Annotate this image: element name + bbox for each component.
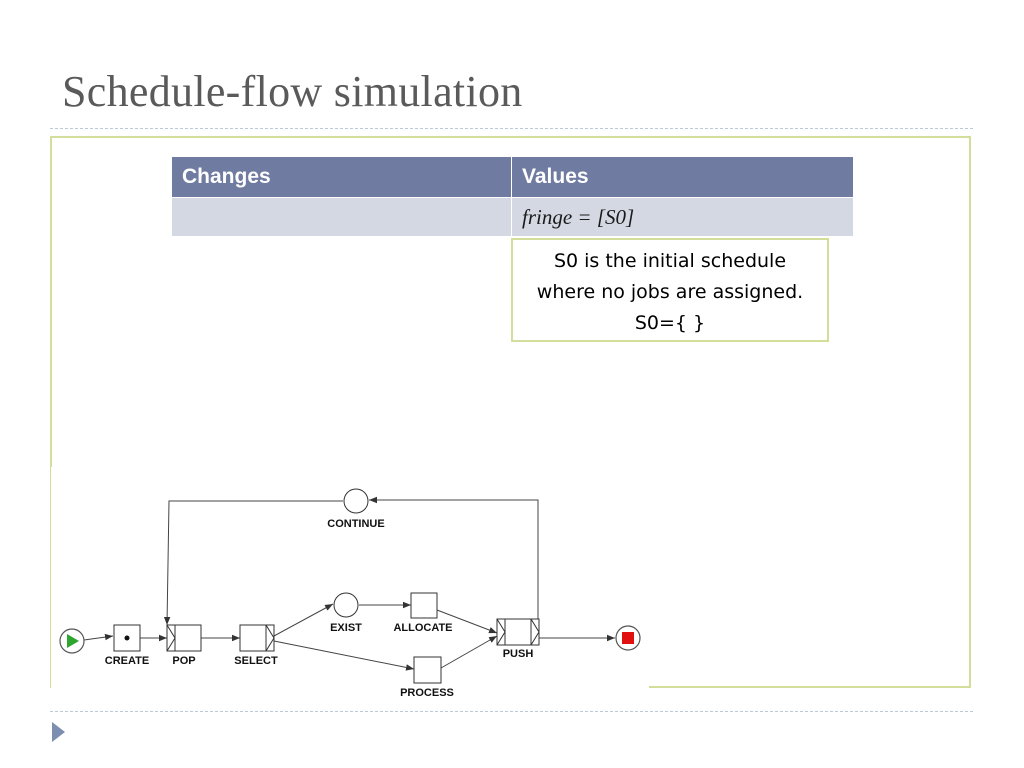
edge-continue-pop bbox=[163, 500, 343, 626]
changes-values-table: Changes Values fringe = [S0] bbox=[171, 156, 854, 237]
column-header-changes: Changes bbox=[171, 156, 512, 198]
continue-label: CONTINUE bbox=[327, 518, 384, 530]
table-row: fringe = [S0] bbox=[171, 197, 854, 237]
bullet-triangle-icon bbox=[52, 722, 65, 742]
exist-node bbox=[333, 592, 359, 618]
callout-note: S0 is the initial schedule where no jobs… bbox=[511, 238, 829, 342]
pop-node bbox=[166, 624, 202, 652]
end-event-icon bbox=[615, 625, 641, 651]
process-node bbox=[413, 656, 442, 684]
allocate-node bbox=[410, 592, 438, 619]
exist-label: EXIST bbox=[330, 622, 362, 634]
cell-changes bbox=[171, 197, 512, 237]
callout-line: S0 is the initial schedule bbox=[553, 250, 787, 272]
select-label: SELECT bbox=[234, 655, 278, 667]
process-label: PROCESS bbox=[400, 687, 454, 699]
edge-allocate-push bbox=[436, 609, 498, 634]
edge-push-continue bbox=[369, 496, 539, 625]
create-label: CREATE bbox=[105, 655, 149, 667]
edge-process-push bbox=[440, 635, 498, 669]
pop-label: POP bbox=[172, 655, 195, 667]
table-header-row: Changes Values bbox=[171, 156, 854, 198]
start-event-icon bbox=[59, 628, 85, 654]
slide-title: Schedule-flow simulation bbox=[62, 67, 523, 116]
edge-start-create bbox=[83, 633, 114, 641]
edge-select-process bbox=[273, 640, 415, 671]
cell-values: fringe = [S0] bbox=[511, 197, 854, 237]
callout-line: S0={ } bbox=[634, 312, 706, 334]
push-label: PUSH bbox=[503, 648, 534, 660]
column-header-values: Values bbox=[511, 156, 854, 198]
footer-divider bbox=[50, 711, 973, 712]
callout-line: where no jobs are assigned. bbox=[536, 281, 804, 303]
create-node bbox=[113, 624, 141, 652]
edge-select-exist bbox=[273, 603, 334, 637]
continue-node bbox=[343, 488, 369, 514]
title-divider bbox=[50, 128, 973, 129]
allocate-label: ALLOCATE bbox=[393, 622, 452, 634]
select-node bbox=[239, 624, 275, 652]
push-node bbox=[496, 618, 540, 646]
